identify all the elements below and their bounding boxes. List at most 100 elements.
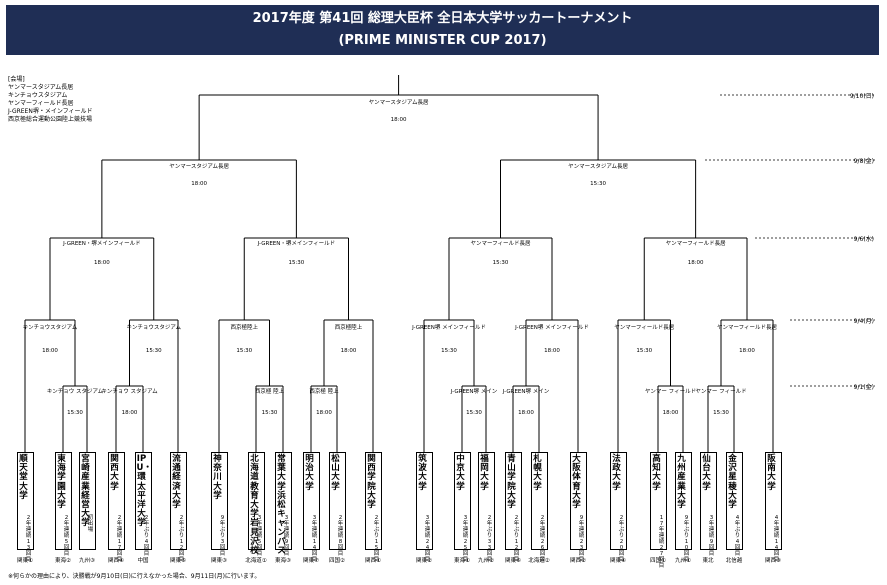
match-venue: ヤンマースタジアム長居 <box>368 100 429 106</box>
team-record: 3年連続24回目 <box>424 515 431 563</box>
match-time: 15:30 <box>441 348 457 354</box>
team-record: 3年連続14回目 <box>311 515 318 563</box>
team-region: 関西④ <box>108 558 124 564</box>
match-venue: J-GREEN堺 メイン <box>502 389 550 395</box>
match-time: 15:30 <box>67 410 83 416</box>
match-venue: ヤンマーフィールド長居 <box>665 241 726 247</box>
team-record: 2年ぶり12回目 <box>178 515 185 563</box>
match-venue: ヤンマースタジアム長居 <box>568 164 628 170</box>
team-name: 松山大学 <box>331 454 340 492</box>
team-record: 2年ぶり33回目 <box>486 515 493 563</box>
team-name: 常葉大学浜松キャンパス <box>277 454 286 557</box>
match-venue: ヤンマー フィールド <box>695 389 747 395</box>
team-region: 関東② <box>416 558 432 564</box>
team-name: 筑波大学 <box>418 454 427 492</box>
team-record: 2年連続13回目 <box>25 515 32 563</box>
match-venue: 西京極陸上 <box>230 325 259 331</box>
match-time: 18:00 <box>390 117 407 123</box>
match-venue: キンチョウ スタジアム <box>46 389 104 395</box>
match-time: 18:00 <box>93 260 110 266</box>
date-semi: 9/8(金) <box>853 158 874 165</box>
match-venue: キンチョウスタジアム <box>126 325 181 331</box>
date-quarter: 9/6(水) <box>853 236 874 243</box>
team-record: 3年連続9回目 <box>283 515 290 557</box>
match-time: 18:00 <box>42 348 58 354</box>
team-record: 3年連続9回目 <box>708 515 715 557</box>
team-record: 9年連続23回目 <box>578 515 585 563</box>
venue-legend-heading: [会場] <box>8 76 25 83</box>
team-name: IPU・環太平洋大学 <box>136 454 152 529</box>
team-region: 関西① <box>365 558 381 564</box>
match-time: 15:30 <box>288 260 305 266</box>
team-region: 北海道② <box>528 558 550 564</box>
team-cell: 松山大学 2年連続8回目 <box>328 452 346 557</box>
match-time: 15:30 <box>145 348 162 354</box>
team-name: 東海学園大学 <box>57 454 66 511</box>
team-region: 東海① <box>454 558 470 564</box>
match-time: 18:00 <box>662 410 679 416</box>
team-cell: 流通経済大学 2年ぶり12回目 <box>169 452 187 563</box>
team-region: 北信越 <box>725 558 743 564</box>
team-name: 福岡大学 <box>480 454 489 492</box>
team-region: 中国 <box>137 558 149 564</box>
page-title: 2017年度 第41回 総理大臣杯 全日本大学サッカートーナメント <box>252 11 633 26</box>
match-venue: J-GREEN堺 メインフィールド <box>515 325 589 331</box>
match-venue: 西京極陸上 <box>334 325 363 331</box>
team-record: 17年連続27回目 <box>658 515 665 569</box>
footnote: ※何らかの理由により、決勝戦が9月10日(日)に行えなかった場合、9月11日(月… <box>8 573 261 580</box>
venue-item: ヤンマースタジアム長居 <box>8 84 74 91</box>
match-time: 18:00 <box>191 181 208 187</box>
match-time: 18:00 <box>316 410 332 416</box>
team-record: 9年ぶり3回目 <box>219 515 226 557</box>
team-name: 九州産業大学 <box>677 454 686 511</box>
team-name: 北海道教育大学岩見沢校 <box>250 454 259 557</box>
match-time: 15:30 <box>492 260 509 266</box>
team-region: 東北 <box>702 558 714 564</box>
team-name: 仙台大学 <box>702 454 711 492</box>
team-name: 宮崎産業経営大学 <box>81 454 90 529</box>
team-record: 3年連続25回目 <box>462 515 469 563</box>
match-venue: 西京極 陸上 <box>309 389 339 395</box>
match-venue: ヤンマーフィールド長居 <box>614 325 675 331</box>
team-region: 東海③ <box>275 558 291 564</box>
team-region: 北海道① <box>245 558 267 564</box>
team-region: 東海② <box>55 558 71 564</box>
match-time: 15:30 <box>636 348 653 354</box>
match-venue: 西京極 陸上 <box>254 389 285 395</box>
team-region: 関東① <box>17 558 33 564</box>
team-record: 2年連続17回目 <box>116 515 123 563</box>
page-subtitle: (PRIME MINISTER CUP 2017) <box>338 33 547 48</box>
venue-legend: [会場] ヤンマースタジアム長居 キンチョウスタジアム ヤンマーフィールド長居 … <box>8 76 93 124</box>
title-banner: 2017年度 第41回 総理大臣杯 全日本大学サッカートーナメント (PRIME… <box>6 5 879 55</box>
team-name: 流通経済大学 <box>172 454 181 511</box>
team-record: 9年ぶり10回目 <box>683 515 690 563</box>
match-venue: J-GREEN堺 メイン <box>450 389 498 395</box>
match-venue: キンチョウスタジアム <box>22 325 78 331</box>
date-final: 9/10(日) <box>849 93 874 100</box>
team-cell: 高知大学 17年連続27回目 <box>649 452 667 569</box>
team-region: 関東⑤ <box>170 558 186 564</box>
team-record: 2年連続8回目 <box>337 515 344 557</box>
team-name: 高知大学 <box>652 454 661 492</box>
team-cell: 札幌大学 2年連続26回目 <box>530 452 548 563</box>
team-name: 法政大学 <box>612 454 621 492</box>
team-record: 初出場 <box>87 515 94 533</box>
team-region: 関東⑦ <box>303 558 319 564</box>
match-time: 18:00 <box>340 348 357 354</box>
team-record: 4年ぶり4回目 <box>734 515 741 557</box>
team-record: 2年連続26回目 <box>539 515 546 563</box>
team-cell: 福岡大学 2年ぶり33回目 <box>477 452 495 563</box>
team-region: 関東⑥ <box>505 558 521 564</box>
team-region: 九州① <box>675 558 691 564</box>
match-time: 15:30 <box>466 410 482 416</box>
team-name: 札幌大学 <box>533 454 542 492</box>
team-name: 阪南大学 <box>767 454 776 492</box>
team-name: 神奈川大学 <box>213 454 222 501</box>
